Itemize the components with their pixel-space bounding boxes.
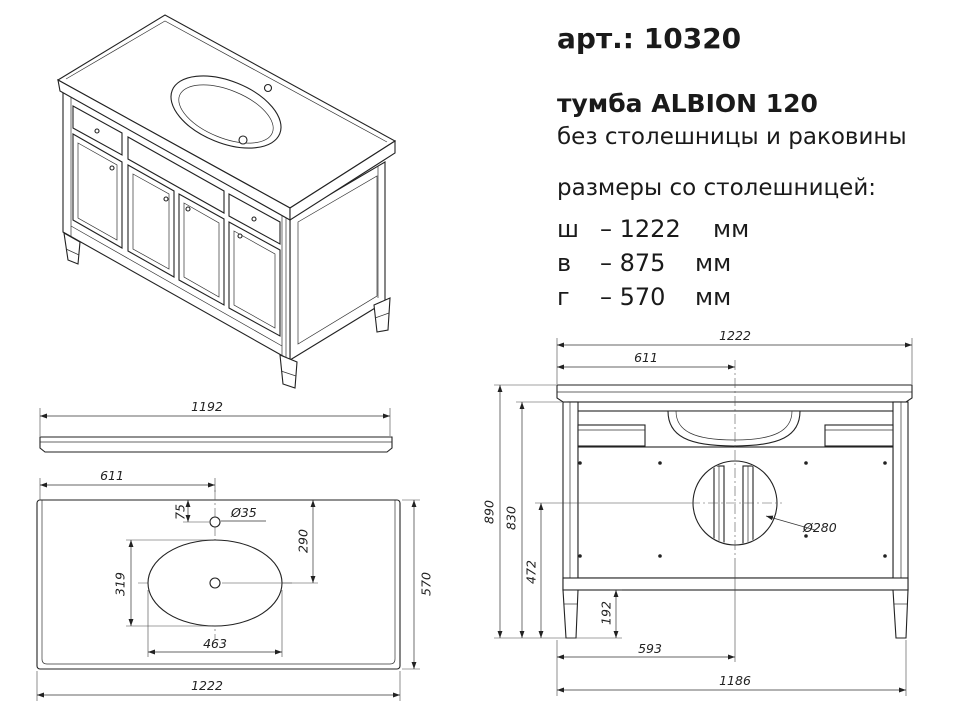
leg-back-right-band [374,312,390,319]
front-leg-left [562,589,579,639]
front-sink-bowl-inner [675,410,793,441]
door-1-panel [77,142,118,241]
dimension-label-192: 192 [599,601,614,625]
door-2-knob [163,196,169,202]
model-name: тумба ALBION 120 [557,89,818,118]
door-2-panel [132,173,170,270]
mounting-point [578,554,582,558]
front-drawer-box-right [824,424,894,447]
drawer-left-knob [94,128,100,134]
dimension-label-319: 319 [113,572,128,596]
drawer-right-knob [251,216,257,222]
dimensions-title: размеры со столешницей: [557,175,876,201]
mounting-point [804,461,808,465]
mounting-point [578,461,582,465]
spec-depth-label: г [557,283,570,311]
door-4 [228,221,281,337]
dimension-label-75: 75 [173,504,188,520]
front-right-post [892,401,909,591]
sink-drain [238,135,248,145]
door-4-knob [237,233,243,239]
dimension-label-593: 593 [638,641,662,656]
spec-width-unit: мм [713,215,749,243]
leg-front-right-band [280,370,297,377]
front-countertop [556,384,913,403]
front-bottom-rail [562,577,909,591]
spec-width-value: – 1222 [600,215,681,243]
mounting-point [804,534,808,538]
plumbing-hole-content [713,465,754,544]
countertop-profile-view: 1192 [39,399,393,453]
dimension-label-611: 611 [100,468,124,483]
dimension-label-830: 830 [504,506,519,530]
product-note: без столешницы и раковины [557,124,907,150]
mounting-point [883,554,887,558]
spec-height-value: – 875 [600,249,665,277]
leg-front-left-band [65,248,80,256]
dimension-label-570: 570 [419,572,434,596]
spec-depth-value: – 570 [600,283,665,311]
countertop-side-edge [289,139,396,222]
cabinet-isometric-view [56,14,397,389]
mounting-point [658,461,662,465]
dimension-label-1192: 1192 [191,399,223,414]
leg-back-right [373,297,391,333]
door-3 [178,193,225,306]
dimension-label-472: 472 [524,560,539,584]
dimension-label-463: 463 [203,636,227,651]
countertop-lip-line [41,500,396,665]
sink-front-panel [127,136,225,214]
tap-hole [209,516,221,528]
door-3-knob [185,206,191,212]
sink-bowl-inner [178,84,274,144]
leg-front-right [279,354,298,389]
door-1-knob [109,165,115,171]
front-bottom-rail-line [70,225,283,347]
door-4-panel [233,230,276,329]
door-1 [72,133,123,249]
spec-height-unit: мм [695,249,731,277]
spec-width-label: ш [557,215,579,243]
countertop-plan-view: 611 75 Ø35 290 319 463 570 1222 [36,468,434,701]
mounting-point [658,554,662,558]
dimension-label-890: 890 [482,500,497,524]
front-left-post [562,401,579,591]
front-sink-bowl [667,410,801,447]
door-2 [127,164,175,278]
article-number: арт.: 10320 [557,22,741,55]
front-drawer-box-left [577,424,646,447]
mounting-point [883,461,887,465]
door-3-panel [183,202,220,298]
dimension-label-diameter-280: Ø280 [802,520,837,535]
countertop-backsplash [65,20,388,143]
spec-depth-unit: мм [695,283,731,311]
sink-drain [209,577,221,589]
dimension-label-diameter-35: Ø35 [230,505,257,520]
countertop-profile [39,436,393,453]
dimension-label-1222: 1222 [191,678,223,693]
spec-height-label: в [557,249,571,277]
leg-front-left [63,231,81,265]
dimension-label-1186: 1186 [719,673,751,688]
front-leg-right [892,589,909,639]
sink-bowl-rim [170,75,282,149]
leader-line-280 [765,515,816,531]
cabinet-side-inner-line [297,175,378,345]
dimension-label-1222: 1222 [719,328,751,343]
dimension-label-611: 611 [634,350,658,365]
cabinet-front-view: Ø280 1222 611 890 830 472 192 593 [482,328,913,696]
dimension-label-290: 290 [296,529,311,553]
tap-hole [263,83,273,93]
product-info: арт.: 10320 тумба ALBION 120 без столешн… [557,22,907,311]
